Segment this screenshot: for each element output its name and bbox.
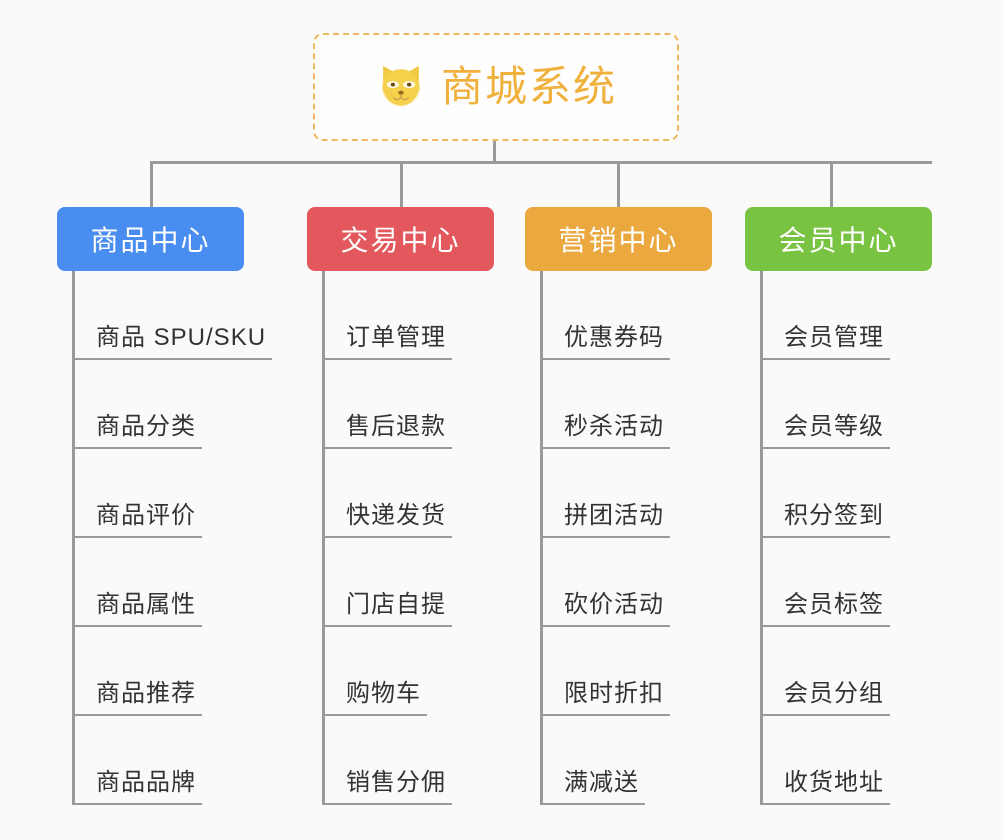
- column-header-marketing-center[interactable]: 营销中心: [525, 207, 712, 271]
- list-item[interactable]: 限时折扣: [525, 627, 712, 716]
- list-item[interactable]: 售后退款: [307, 360, 494, 449]
- column-items-member-center: 会员管理 会员等级 积分签到 会员标签 会员分组 收货地址: [745, 271, 932, 805]
- list-item[interactable]: 会员管理: [745, 271, 932, 360]
- list-item[interactable]: 商品品牌: [57, 716, 244, 805]
- column-product-center: 商品中心 商品 SPU/SKU 商品分类 商品评价 商品属性 商品推荐: [57, 207, 272, 805]
- list-item[interactable]: 拼团活动: [525, 449, 712, 538]
- list-item-label: 秒杀活动: [564, 413, 664, 440]
- list-item[interactable]: 收货地址: [745, 716, 932, 805]
- list-item[interactable]: 商品评价: [57, 449, 244, 538]
- list-item-label: 商品分类: [96, 413, 196, 440]
- root-title: 商城系统: [440, 63, 617, 110]
- list-item-rule: [322, 714, 427, 716]
- connector-drop-2: [400, 161, 403, 207]
- column-spine: [72, 271, 75, 805]
- list-item[interactable]: 满减送: [525, 716, 712, 805]
- list-item-rule: [760, 447, 890, 449]
- list-item-label: 商品品牌: [96, 769, 196, 796]
- list-item[interactable]: 会员标签: [745, 538, 932, 627]
- connector-drop-3: [617, 161, 620, 207]
- list-item-rule: [540, 714, 670, 716]
- list-item[interactable]: 商品推荐: [57, 627, 244, 716]
- column-spine: [322, 271, 325, 805]
- column-member-center: 会员中心 会员管理 会员等级 积分签到 会员标签 会员分组: [745, 207, 932, 805]
- list-item-rule: [760, 714, 890, 716]
- list-item[interactable]: 订单管理: [307, 271, 494, 360]
- column-marketing-center: 营销中心 优惠券码 秒杀活动 拼团活动 砍价活动 限时折扣: [525, 207, 712, 805]
- list-item-rule: [760, 625, 890, 627]
- column-items-trade-center: 订单管理 售后退款 快递发货 门店自提 购物车 销售分佣: [307, 271, 494, 805]
- list-item-rule: [72, 714, 202, 716]
- list-item-label: 门店自提: [346, 591, 446, 618]
- column-items-marketing-center: 优惠券码 秒杀活动 拼团活动 砍价活动 限时折扣 满减送: [525, 271, 712, 805]
- list-item-rule: [540, 536, 670, 538]
- list-item[interactable]: 门店自提: [307, 538, 494, 627]
- connector-drop-1: [150, 161, 153, 207]
- list-item-rule: [72, 803, 202, 805]
- list-item-rule: [322, 447, 452, 449]
- list-item-label: 商品评价: [96, 502, 196, 529]
- list-item-label: 商品推荐: [96, 680, 196, 707]
- list-item-label: 限时折扣: [564, 680, 664, 707]
- list-item-label: 会员标签: [784, 591, 884, 618]
- list-item-rule: [540, 447, 670, 449]
- list-item-rule: [760, 803, 890, 805]
- column-header-product-center[interactable]: 商品中心: [57, 207, 244, 271]
- list-item-rule: [760, 536, 890, 538]
- column-header-member-center[interactable]: 会员中心: [745, 207, 932, 271]
- list-item[interactable]: 销售分佣: [307, 716, 494, 805]
- list-item-rule: [540, 625, 670, 627]
- list-item-label: 快递发货: [346, 502, 446, 529]
- list-item-rule: [72, 536, 202, 538]
- list-item[interactable]: 商品分类: [57, 360, 244, 449]
- shiba-dog-icon: [382, 65, 420, 107]
- list-item-label: 积分签到: [784, 502, 884, 529]
- list-item-label: 售后退款: [346, 413, 446, 440]
- list-item-label: 收货地址: [784, 769, 884, 796]
- list-item[interactable]: 会员分组: [745, 627, 932, 716]
- column-items-product-center: 商品 SPU/SKU 商品分类 商品评价 商品属性 商品推荐 商品品牌: [57, 271, 272, 805]
- list-item-rule: [540, 358, 670, 360]
- list-item[interactable]: 优惠券码: [525, 271, 712, 360]
- column-spine: [760, 271, 763, 805]
- list-item-rule: [72, 447, 202, 449]
- list-item-label: 购物车: [346, 680, 421, 707]
- list-item[interactable]: 砍价活动: [525, 538, 712, 627]
- list-item-label: 优惠券码: [564, 324, 664, 351]
- connector-drop-4: [830, 161, 833, 207]
- list-item-label: 商品属性: [96, 591, 196, 618]
- list-item-label: 会员分组: [784, 680, 884, 707]
- list-item-label: 商品 SPU/SKU: [96, 324, 267, 351]
- list-item-rule: [322, 625, 452, 627]
- list-item-rule: [760, 358, 890, 360]
- list-item-rule: [322, 803, 452, 805]
- list-item-label: 订单管理: [346, 324, 446, 351]
- list-item[interactable]: 商品 SPU/SKU: [57, 271, 272, 360]
- list-item-label: 会员管理: [784, 324, 884, 351]
- list-item[interactable]: 商品属性: [57, 538, 244, 627]
- list-item[interactable]: 快递发货: [307, 449, 494, 538]
- list-item[interactable]: 购物车: [307, 627, 494, 716]
- list-item-rule: [72, 358, 272, 360]
- list-item[interactable]: 秒杀活动: [525, 360, 712, 449]
- list-item-label: 销售分佣: [346, 769, 446, 796]
- column-spine: [540, 271, 543, 805]
- list-item-label: 砍价活动: [564, 591, 664, 618]
- column-trade-center: 交易中心 订单管理 售后退款 快递发货 门店自提 购物车: [307, 207, 494, 805]
- list-item-label: 拼团活动: [564, 502, 664, 529]
- connector-bus: [150, 161, 932, 164]
- list-item[interactable]: 积分签到: [745, 449, 932, 538]
- list-item-rule: [322, 536, 452, 538]
- list-item[interactable]: 会员等级: [745, 360, 932, 449]
- column-header-trade-center[interactable]: 交易中心: [307, 207, 494, 271]
- list-item-label: 会员等级: [784, 413, 884, 440]
- connector-stem: [493, 141, 496, 163]
- list-item-rule: [540, 803, 645, 805]
- list-item-rule: [322, 358, 452, 360]
- root-node[interactable]: 商城系统: [313, 33, 679, 141]
- list-item-label: 满减送: [564, 769, 639, 796]
- list-item-rule: [72, 625, 202, 627]
